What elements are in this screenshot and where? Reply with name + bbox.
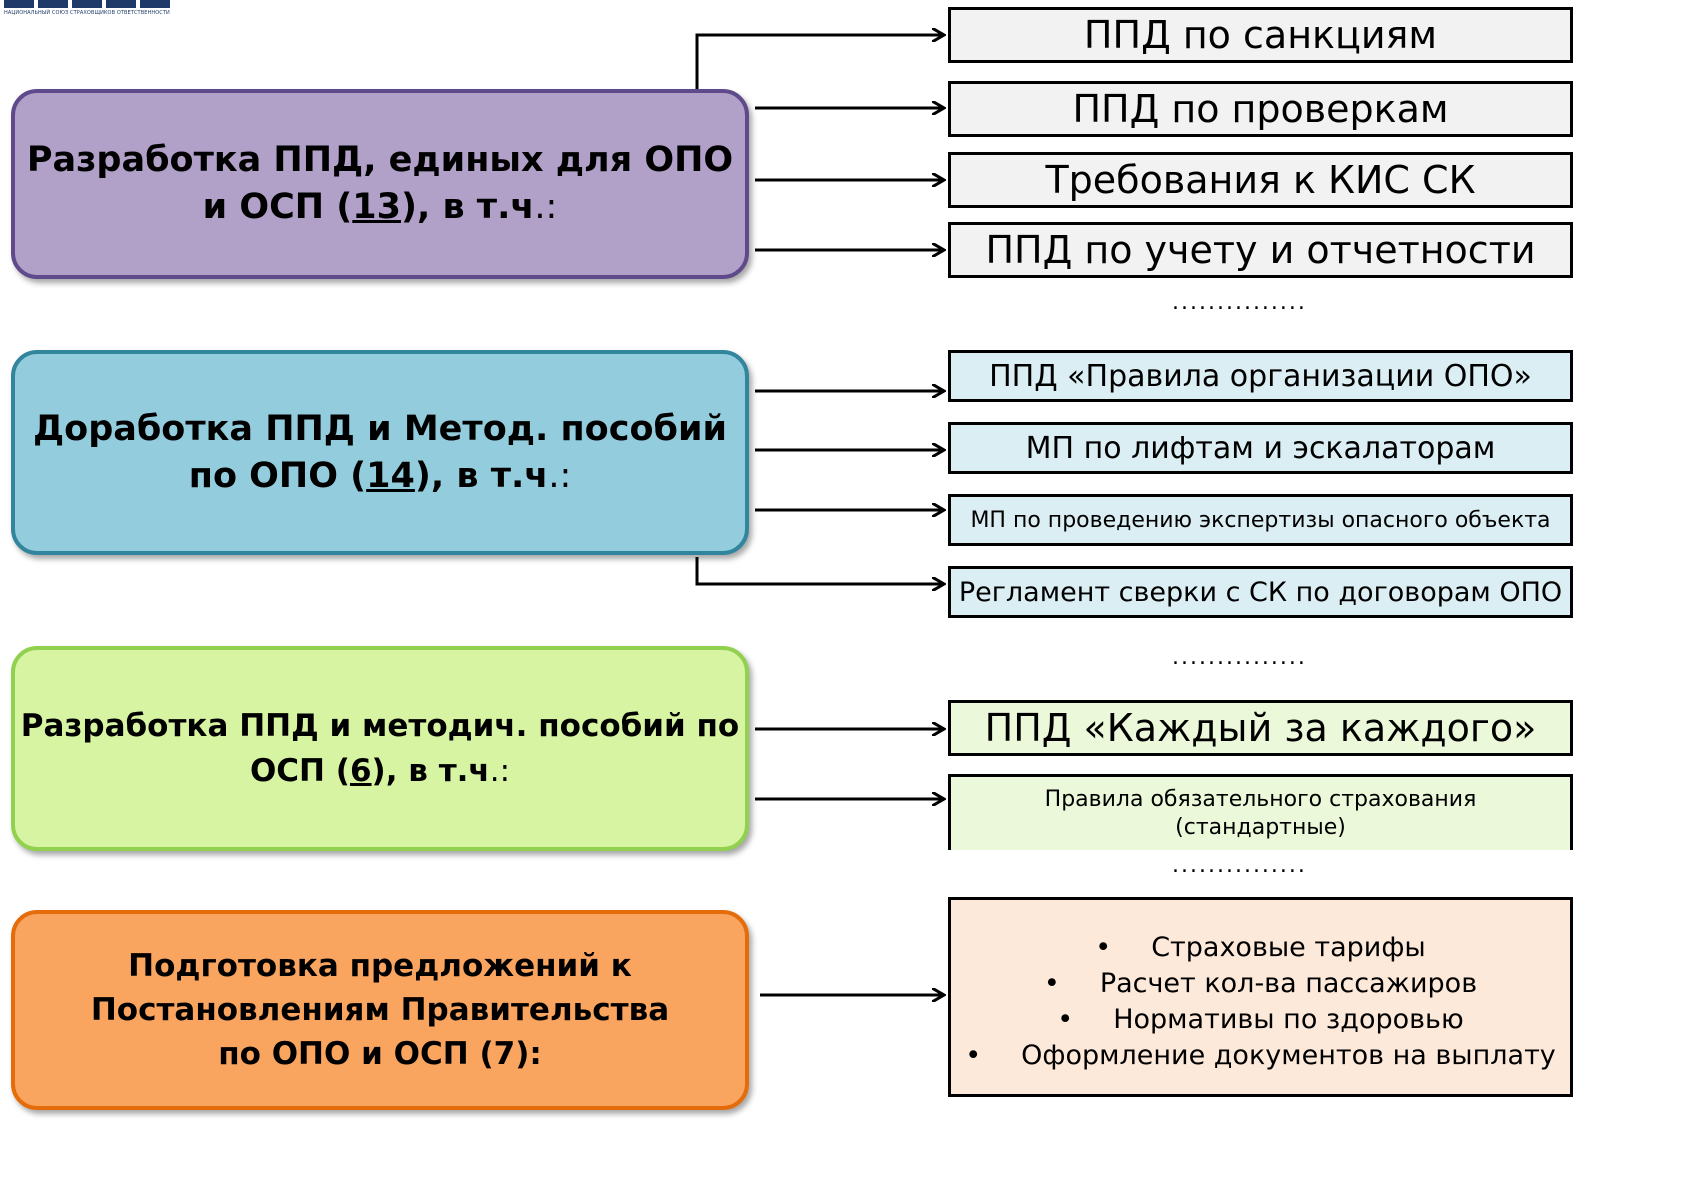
proposals-list: Страховые тарифы Расчет кол-ва пассажиро… [951,930,1570,1074]
list-item: Страховые тарифы [951,930,1570,966]
proposals-list-box: Страховые тарифы Расчет кол-ва пассажиро… [948,897,1573,1097]
logo-mark [4,0,204,8]
ellipsis-3: ............... [1172,853,1307,878]
item-mp-lifts: МП по лифтам и эскалаторам [948,422,1573,474]
item-ppd-sanctions: ППД по санкциям [948,7,1573,63]
group-box-ppd-opo: Доработка ППД и Метод. пособий по ОПО (1… [11,350,749,555]
item-mp-expertise: МП по проведению экспертизы опасного объ… [948,494,1573,546]
group-box-ppd-osp: Разработка ППД и методич. пособий по ОСП… [11,646,749,851]
arrow-g2-4 [695,557,944,584]
group-box-government-proposals: Подготовка предложений к Постановлениям … [11,910,749,1110]
item-ppd-each-for-each: ППД «Каждый за каждого» [948,700,1573,756]
item-compulsory-insurance-rules: Правила обязательного страхования (станд… [948,774,1573,850]
item-ppd-inspections: ППД по проверкам [948,81,1573,137]
list-item: Расчет кол-ва пассажиров [951,966,1570,1002]
group-box-ppd-common: Разработка ППД, единых для ОПО и ОСП (13… [11,89,749,279]
item-kis-requirements: Требования к КИС СК [948,152,1573,208]
item-ppd-accounting: ППД по учету и отчетности [948,222,1573,278]
logo: НАЦИОНАЛЬНЫЙ СОЮЗ СТРАХОВЩИКОВ ОТВЕТСТВЕ… [4,0,204,20]
ellipsis-1: ............... [1172,290,1307,315]
list-item: Нормативы по здоровью [951,1002,1570,1038]
list-item: Оформление документов на выплату [951,1038,1570,1074]
item-ppd-opo-rules: ППД «Правила организации ОПО» [948,350,1573,402]
logo-text: НАЦИОНАЛЬНЫЙ СОЮЗ СТРАХОВЩИКОВ ОТВЕТСТВЕ… [4,10,170,16]
ellipsis-2: ............... [1172,645,1307,670]
item-reconciliation-regulation: Регламент сверки с СК по договорам ОПО [948,566,1573,618]
arrow-g1-1 [695,35,944,90]
